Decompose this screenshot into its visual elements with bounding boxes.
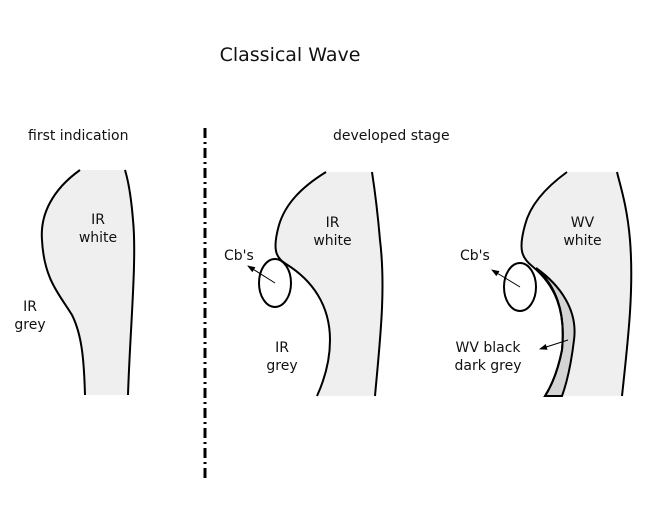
cloud-shape-first-indication <box>40 169 136 396</box>
section-label-first: first indication <box>28 128 129 144</box>
cloud-shape-developed-ir <box>247 171 384 397</box>
label-cbs: Cb's <box>460 248 490 264</box>
label-cbs: Cb's <box>224 248 254 264</box>
diagram-title: Classical Wave <box>219 44 361 66</box>
section-label-developed: developed stage <box>333 128 450 144</box>
cloud-shape-developed-wv <box>491 171 633 397</box>
